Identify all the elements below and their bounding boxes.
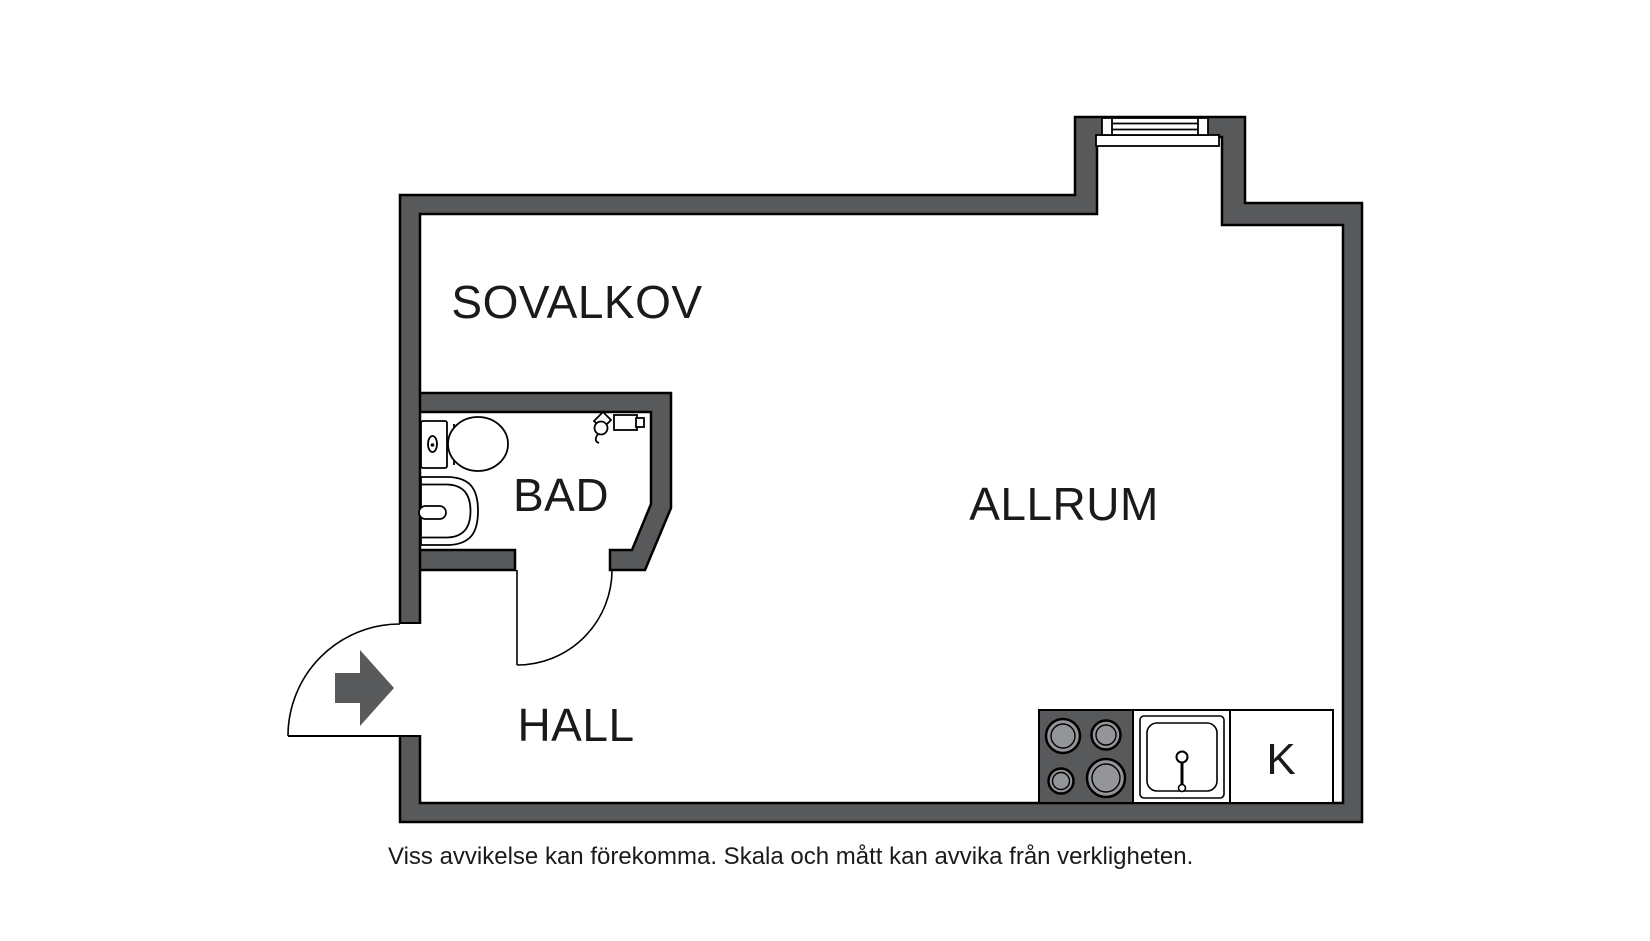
disclaimer-text: Viss avvikelse kan förekomma. Skala och … xyxy=(388,843,1194,870)
entry-door-arc xyxy=(287,623,420,737)
kitchen-sink-icon xyxy=(1132,709,1231,804)
entry-arrow-icon xyxy=(335,650,394,726)
label-allrum: ALLRUM xyxy=(969,478,1159,530)
shower-mixer-icon xyxy=(592,410,645,444)
label-bad: BAD xyxy=(513,469,609,521)
entry-opening xyxy=(397,624,423,735)
kitchen-units xyxy=(1038,709,1334,804)
label-hall: HALL xyxy=(517,699,634,751)
bath-door-arc xyxy=(516,569,613,666)
toilet-icon xyxy=(420,416,509,472)
label-sovalkov: SOVALKOV xyxy=(451,276,702,328)
wall-structure xyxy=(398,115,1364,824)
stove-icon xyxy=(1038,709,1134,804)
bath-opening xyxy=(516,548,609,572)
walls xyxy=(397,115,1364,824)
label-kitchen: K xyxy=(1266,735,1295,784)
room-labels: SOVALKOV BAD ALLRUM HALL K xyxy=(451,276,1295,784)
counter xyxy=(1229,709,1334,804)
washbasin-icon xyxy=(418,476,479,546)
window-icon xyxy=(1095,117,1220,147)
